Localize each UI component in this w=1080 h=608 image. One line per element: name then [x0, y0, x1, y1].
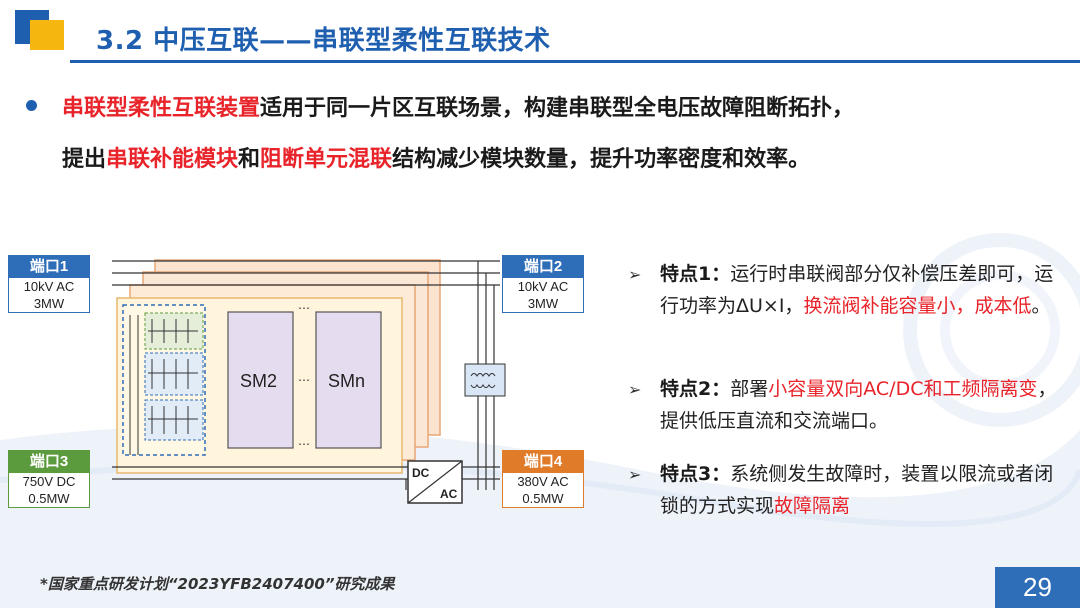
logo-square-yellow [30, 20, 64, 50]
feature-2: 特点2：部署小容量双向AC/DC和工频隔离变，提供低压直流和交流端口。 [660, 373, 1070, 437]
ellipsis-top: … [298, 298, 310, 312]
port-4-voltage: 380V AC [517, 474, 569, 489]
highlight-text: 故障隔离 [774, 495, 851, 517]
text-segment: 运行时串联阀部分仅补偿压差即可，运行功率为ΔU×I， [660, 263, 1054, 317]
text-segment: ，提供低压直流和交流端口。 [660, 378, 1057, 432]
footnote: *国家重点研发计划“2023YFB2407400”研究成果 [40, 575, 395, 593]
text-segment: 和 [238, 147, 261, 172]
port-3-voltage: 750V DC [22, 474, 76, 489]
feature-label: 特点3： [660, 463, 731, 485]
text-segment: 。 [1031, 295, 1051, 317]
arrow-bullet-icon: ➢ [628, 380, 642, 399]
port-4-power: 0.5MW [522, 491, 564, 506]
intro-line-1: 串联型柔性互联装置适用于同一片区互联场景，构建串联型全电压故障阻断拓扑， [62, 90, 854, 122]
port-1-title: 端口1 [9, 256, 89, 278]
ellipsis-middle: … [298, 370, 310, 384]
ellipsis-bottom: … [298, 434, 310, 448]
ac-label: AC [440, 487, 458, 501]
page-number: 29 [995, 567, 1080, 608]
arrow-bullet-icon: ➢ [628, 465, 642, 484]
circuit-diagram: DC AC SM2 SMn … … … [112, 259, 506, 504]
dc-label: DC [412, 466, 430, 480]
feature-1: 特点1：运行时串联阀部分仅补偿压差即可，运行功率为ΔU×I，换流阀补能容量小，成… [660, 258, 1070, 322]
highlight-text: 串联型柔性互联装置 [62, 96, 261, 121]
text-segment: 系统侧发生故障时，装置以限流或者闭锁的方式实现 [660, 463, 1054, 517]
feature-label: 特点2： [660, 378, 731, 400]
text-segment: 适用于同一片区互联场景，构建串联型全电压故障阻断拓扑， [260, 96, 855, 121]
title-underline [70, 60, 1080, 63]
port-2-box: 端口2 10kV AC 3MW [502, 255, 584, 313]
highlight-text: 串联补能模块 [106, 147, 239, 172]
sm2-label: SM2 [240, 371, 277, 391]
port-3-power: 0.5MW [28, 491, 70, 506]
feature-3: 特点3：系统侧发生故障时，装置以限流或者闭锁的方式实现故障隔离 [660, 458, 1070, 522]
port-2-voltage: 10kV AC [517, 279, 569, 294]
port-3-title: 端口3 [9, 451, 89, 473]
intro-line-2: 提出串联补能模块和阻断单元混联结构减少模块数量，提升功率密度和效率。 [62, 141, 810, 173]
feature-label: 特点1： [660, 263, 731, 285]
port-2-power: 3MW [527, 296, 559, 311]
port-4-title: 端口4 [503, 451, 583, 473]
text-segment: 提出 [62, 147, 107, 172]
port-1-voltage: 10kV AC [23, 279, 75, 294]
arrow-bullet-icon: ➢ [628, 265, 642, 284]
highlight-text: 阻断单元混联 [260, 147, 393, 172]
highlight-text: 换流阀补能容量小，成本低 [803, 295, 1032, 317]
text-segment: 结构减少模块数量，提升功率密度和效率。 [392, 147, 811, 172]
smn-label: SMn [328, 371, 365, 391]
port-4-box: 端口4 380V AC 0.5MW [502, 450, 584, 508]
page-title: 3.2 中压互联——串联型柔性互联技术 [96, 26, 551, 56]
port-2-title: 端口2 [503, 256, 583, 278]
highlight-text: 小容量双向AC/DC和工频隔离变 [768, 378, 1038, 400]
bullet-dot-icon [26, 100, 37, 111]
text-segment: 部署 [730, 378, 769, 400]
port-3-box: 端口3 750V DC 0.5MW [8, 450, 90, 508]
port-1-box: 端口1 10kV AC 3MW [8, 255, 90, 313]
port-1-power: 3MW [33, 296, 65, 311]
